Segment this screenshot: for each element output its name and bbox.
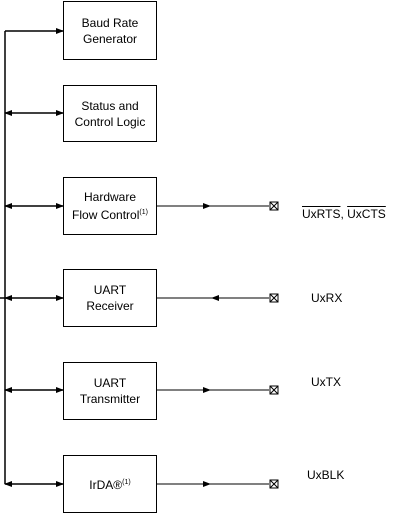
transmitter-to-pin-arrow — [203, 387, 211, 393]
signal-rts: UxRTS — [302, 207, 341, 221]
baud-rate-generator-block: Baud Rate Generator — [63, 1, 157, 60]
irda-line-wrap: IrDA®(1) — [89, 475, 130, 493]
pin-rx-icon — [269, 293, 279, 303]
signal-rx-label: UxRX — [311, 291, 343, 305]
status-control-logic-block: Status and Control Logic — [63, 85, 157, 142]
status-line1: Status and — [81, 98, 139, 113]
pin-flow-icon — [269, 201, 279, 211]
flow-line2: Flow Control — [72, 208, 140, 222]
transmitter-line1: UART — [93, 376, 127, 390]
signal-cts: UxCTS — [347, 207, 386, 221]
status-line2: Control Logic — [74, 114, 146, 129]
hardware-flow-control-block: Hardware Flow Control(1) — [63, 177, 157, 235]
flow-line2-wrap: Flow Control(1) — [72, 205, 148, 223]
uart-transmitter-block: UART Transmitter — [63, 362, 157, 420]
transmitter-line2: Transmitter — [79, 392, 141, 406]
baud-line1: Baud Rate — [81, 15, 139, 30]
irda-label: IrDA® — [89, 478, 123, 492]
baud-line2: Generator — [82, 31, 138, 46]
irda-block: IrDA®(1) — [63, 455, 157, 513]
irda-footnote: (1) — [122, 479, 131, 486]
signal-separator: , — [340, 207, 348, 221]
pin-to-receiver-arrow — [211, 295, 219, 301]
flow-line1: Hardware — [83, 190, 137, 204]
signal-rts-cts-label: UxRTS, UxCTS — [302, 207, 386, 221]
uart-receiver-block: UART Receiver — [63, 269, 157, 327]
irda-to-pin-arrow — [203, 481, 211, 487]
flow-footnote: (1) — [139, 209, 148, 216]
signal-tx-label: UxTX — [311, 375, 341, 389]
pin-tx-icon — [269, 385, 279, 395]
flow-to-pin-arrow — [203, 203, 211, 209]
signal-blk-label: UxBLK — [307, 468, 345, 482]
receiver-line2: Receiver — [86, 299, 134, 313]
receiver-line1: UART — [93, 283, 127, 297]
pin-blk-icon — [269, 479, 279, 489]
